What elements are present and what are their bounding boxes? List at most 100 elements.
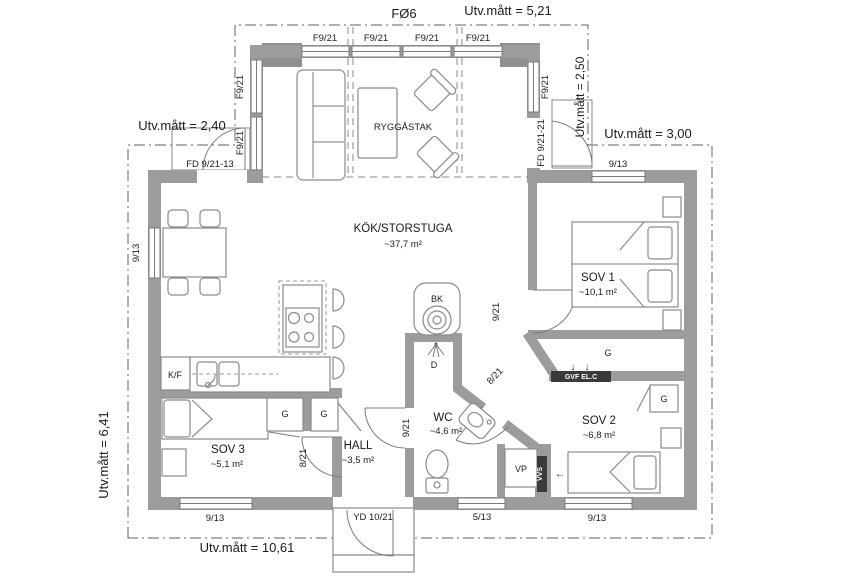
- room-label-hall: HALL: [344, 440, 373, 452]
- window-label-913-south-2: 9/13: [588, 513, 607, 524]
- room-label-kitchen: KÖK/STORSTUGA: [354, 223, 453, 235]
- window-label-913-west: 9/13: [131, 244, 142, 263]
- toilet: [425, 449, 449, 494]
- dim-right-label: Utv.mått = 3,00: [604, 126, 692, 141]
- window-f921-top-4: [453, 45, 503, 58]
- door-label-fd-left: FD 9/21-13: [186, 159, 234, 170]
- door-label-sov3: 8/21: [298, 449, 309, 468]
- island-overhead-cabinet: [278, 280, 327, 355]
- window-f921-left-2: [250, 116, 263, 171]
- ridge-label: RYGGÅSTAK: [374, 122, 433, 133]
- sofa: [296, 69, 346, 181]
- sov3-wardrobes: [266, 397, 362, 438]
- bk-fireplace: [413, 282, 461, 336]
- door-opening-entry: [333, 497, 413, 510]
- bk-label: BK: [431, 294, 443, 304]
- window-f921-top-2: [351, 45, 401, 58]
- door-label-fd-right: FD 9/21-21: [536, 119, 547, 167]
- window-f921-top-3: [402, 45, 452, 58]
- door-wc-swing: [364, 407, 406, 449]
- room-area-sov3: ~5,1 m²: [211, 459, 243, 470]
- window-f921-top-1: [301, 45, 350, 58]
- sov1-bed: [571, 221, 679, 308]
- dim-bottom-label: Utv.mått = 10,61: [200, 540, 295, 555]
- attic-arrow-down-1: ↓: [571, 362, 576, 373]
- room-area-kitchen: ~37,7 m²: [384, 239, 422, 250]
- gvf-el-badge: [551, 371, 611, 382]
- bar-stools: [332, 288, 345, 380]
- window-913-south-1: [179, 497, 253, 510]
- boundary-outline: [127, 24, 713, 539]
- gvf-el-label: GVF EL.C: [565, 374, 597, 381]
- deck-right: [551, 99, 593, 169]
- sov2-nightstand: [660, 427, 682, 449]
- window-913-northeast: [591, 170, 646, 183]
- wardrobe-label-4: G: [660, 394, 667, 404]
- room-label-sov1: SOV 1: [581, 272, 615, 284]
- door-label-sov1: 9/21: [491, 303, 502, 322]
- window-label-f921-3: F9/21: [415, 33, 439, 44]
- sov2-bed: [567, 451, 661, 494]
- room-label-sov2: SOV 2: [582, 415, 616, 427]
- door-fd-left-swing: [202, 127, 246, 171]
- wc-sink: [458, 402, 496, 440]
- window-913-west: [148, 227, 161, 279]
- dim-left-label: Utv.mått = 6,41: [96, 411, 111, 499]
- fridge-freezer-label: K/F: [168, 370, 183, 380]
- window-f921-right: [527, 61, 540, 113]
- window-f921-left-1: [250, 59, 263, 114]
- room-label-sov3: SOV 3: [211, 444, 245, 456]
- window-label-f921-right: F9/21: [540, 75, 551, 99]
- room-area-hall: ~3,5 m²: [342, 455, 374, 466]
- vvs-arrow-left: ←: [555, 469, 565, 480]
- door-label-wc-diagonal: 8/21: [485, 366, 506, 387]
- fo6-label: FØ6: [391, 6, 416, 21]
- sov2-wardrobe: [636, 384, 679, 413]
- door-fd-right-swing: [551, 120, 593, 167]
- kitchen-sink: [196, 361, 240, 389]
- room-area-wc: ~4,6 m²: [430, 426, 462, 437]
- door-opening-fd-left: [197, 170, 247, 183]
- shower-head-icon: [427, 342, 445, 358]
- room-area-sov1: ~10,1 m²: [579, 287, 617, 298]
- window-label-913-south-1: 9/13: [206, 513, 225, 524]
- window-label-f921-left-2: F9/21: [235, 131, 246, 155]
- door-label-wc: 9/21: [401, 419, 412, 438]
- entry-porch: [332, 507, 415, 573]
- dim-right-upper-label: Utv.mått = 2,50: [573, 56, 587, 137]
- dim-left-upper-label: Utv.mått = 2,40: [138, 118, 226, 133]
- window-label-513-south: 5/13: [473, 512, 492, 523]
- door-sov3-swing: [301, 436, 343, 478]
- stove: [285, 307, 320, 348]
- door-label-entry: YD 10/21: [353, 512, 393, 523]
- sov3-bed: [161, 397, 269, 440]
- heatpump-label: VP: [515, 464, 527, 474]
- room-label-wc: WC: [433, 412, 452, 424]
- window-513-south: [457, 497, 506, 510]
- sov1-nightstand-2: [662, 309, 682, 331]
- sov1-nightstand-1: [662, 196, 682, 218]
- sov3-table: [161, 448, 187, 477]
- window-label-f921-2: F9/21: [364, 33, 388, 44]
- wardrobe-label-1: G: [281, 409, 288, 419]
- vvs-label: VVS: [537, 467, 544, 481]
- coffee-table: [357, 87, 398, 159]
- door-opening-fd-right: [527, 118, 540, 168]
- attic-arrow-down-2: ↓: [585, 362, 590, 373]
- interior-walls: [148, 183, 685, 497]
- vvs-badge: [537, 456, 547, 492]
- windows: [148, 45, 646, 510]
- wardrobe-label-2: G: [320, 409, 327, 419]
- window-913-south-2: [564, 497, 633, 510]
- window-label-f921-4: F9/21: [466, 33, 490, 44]
- wardrobe-label-3: G: [604, 348, 611, 358]
- door-entry-swing: [346, 509, 394, 557]
- kitchen-island: [282, 284, 323, 353]
- fridge-freezer: [160, 356, 191, 391]
- window-label-913-northeast: 9/13: [609, 159, 628, 170]
- kitchen-fixtures: [160, 280, 345, 393]
- shower-label: D: [431, 360, 438, 370]
- armchair-1: [413, 68, 457, 112]
